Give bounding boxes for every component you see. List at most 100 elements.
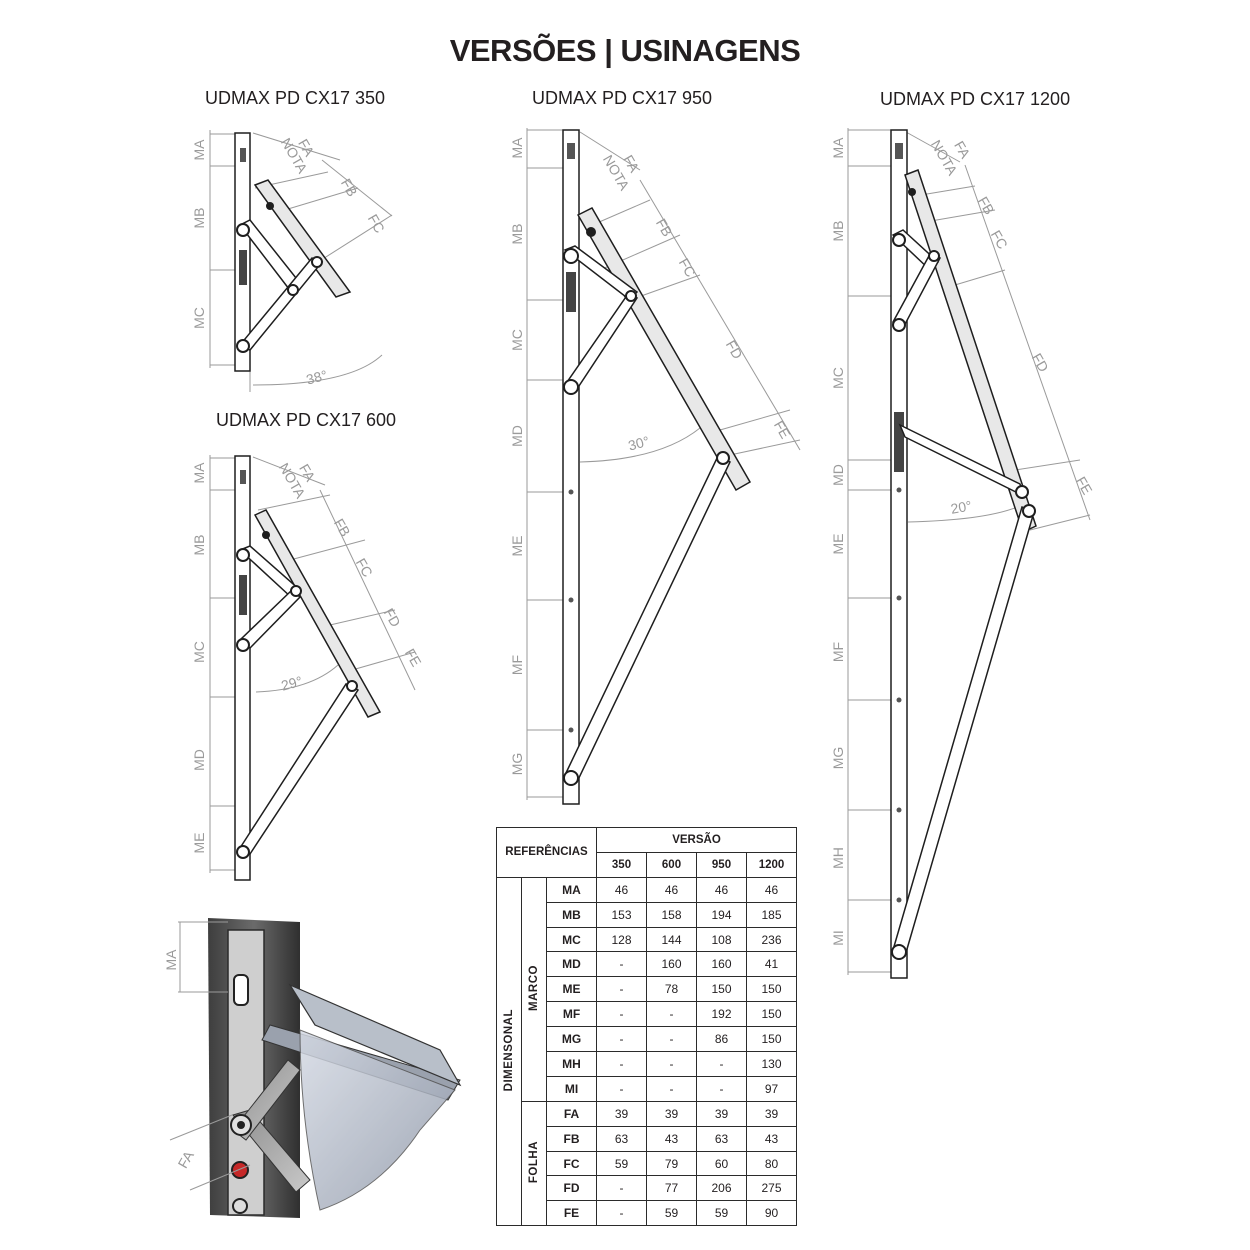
group-label: DIMENSONAL	[503, 1008, 515, 1092]
dim-mb: MB	[191, 208, 207, 229]
cell: 77	[646, 1175, 697, 1202]
dim-fa: FA	[296, 461, 319, 484]
diagram-950: MA MB MC MD ME MF MG FA NOTA FB FC FD FE…	[509, 128, 801, 805]
dim-md: MD	[191, 749, 207, 771]
row-code: ME	[546, 976, 597, 1003]
row-code: FC	[546, 1150, 597, 1177]
cell: 80	[746, 1150, 797, 1177]
cell: -	[646, 1026, 697, 1053]
cell: -	[596, 1075, 647, 1102]
cell: -	[596, 951, 647, 978]
ref-header: REFERÊNCIAS	[496, 827, 597, 878]
dim-mh: MH	[830, 847, 846, 869]
dim-fd: FD	[1029, 350, 1052, 374]
group-cell: DIMENSONAL	[496, 876, 522, 1227]
dim-mg: MG	[509, 753, 525, 776]
cell: 46	[646, 876, 697, 903]
cell: -	[596, 1001, 647, 1028]
cell: 59	[646, 1200, 697, 1227]
cell: 150	[746, 1001, 797, 1028]
dim-ma: MA	[509, 137, 525, 159]
cell: 79	[646, 1150, 697, 1177]
dim-fe: FE	[402, 646, 425, 669]
dim-fa: FA	[620, 152, 643, 175]
dim-fc: FC	[353, 555, 376, 579]
section-label: MARCO	[528, 964, 540, 1011]
cell: 130	[746, 1051, 797, 1077]
dim-me: ME	[509, 536, 525, 557]
row-code: FA	[546, 1100, 597, 1127]
version-1200: 1200	[746, 851, 797, 878]
cell: 78	[646, 976, 697, 1003]
dim-fb: FB	[653, 216, 676, 239]
dim-fd: FD	[723, 337, 746, 361]
cell: 39	[646, 1100, 697, 1127]
cell: 90	[746, 1200, 797, 1227]
opening-angle: 38°	[304, 367, 329, 388]
version-600: 600	[646, 851, 697, 878]
cell: 108	[696, 926, 747, 953]
cell: 39	[696, 1100, 747, 1127]
row-code: MG	[546, 1026, 597, 1053]
opening-angle: 29°	[279, 673, 304, 694]
dim-ma: MA	[191, 139, 207, 161]
dim-ma: MA	[830, 137, 846, 159]
dim-fe: FE	[771, 418, 794, 441]
cell: -	[596, 1026, 647, 1053]
cell: 160	[646, 951, 697, 978]
diagram-1200: MA MB MC MD ME MF MG MH MI FA NOTA FB FC…	[830, 128, 1096, 979]
cell: -	[646, 1051, 697, 1077]
dim-mb: MB	[191, 535, 207, 556]
dim-mc: MC	[509, 329, 525, 351]
dim-fe: FE	[1073, 474, 1096, 497]
cell: 41	[746, 951, 797, 978]
section-folha: FOLHA	[521, 1100, 547, 1227]
row-code: MA	[546, 876, 597, 903]
dim-mf: MF	[509, 655, 525, 675]
dim-mi: MI	[830, 930, 846, 946]
cell: 236	[746, 926, 797, 953]
cell: 97	[746, 1075, 797, 1102]
dim-ma: MA	[191, 462, 207, 484]
cell: 43	[646, 1125, 697, 1152]
dim-mg: MG	[830, 747, 846, 770]
dim-fb: FB	[338, 176, 361, 199]
row-code: FE	[546, 1200, 597, 1227]
page-title: VERSÕES | USINAGENS	[449, 33, 801, 68]
dim-mc: MC	[191, 307, 207, 329]
cell: -	[696, 1075, 747, 1102]
cell: 86	[696, 1026, 747, 1053]
version-header: VERSÃO	[596, 827, 797, 853]
cell: 46	[696, 876, 747, 903]
row-code: MB	[546, 901, 597, 928]
version-350: 350	[596, 851, 647, 878]
dim-fa: FA	[951, 138, 974, 161]
cell: 206	[696, 1175, 747, 1202]
dim-md: MD	[509, 425, 525, 447]
version-950: 950	[696, 851, 747, 878]
opening-angle: 30°	[626, 433, 651, 454]
cell: 160	[696, 951, 747, 978]
section-marco: MARCO	[521, 876, 547, 1102]
dim-fb: FB	[331, 516, 354, 539]
dim-mf: MF	[830, 642, 846, 662]
opening-angle: 20°	[949, 497, 973, 516]
dim-mc: MC	[191, 641, 207, 663]
dim-fc: FC	[988, 227, 1011, 251]
dim-me: ME	[191, 833, 207, 854]
cell: 192	[696, 1001, 747, 1028]
dim-fa: FA	[295, 136, 318, 159]
diagram-title-350: UDMAX PD CX17 350	[205, 88, 386, 108]
row-code: MH	[546, 1051, 597, 1077]
diagram-title-600: UDMAX PD CX17 600	[216, 410, 397, 430]
cell: 185	[746, 901, 797, 928]
dim-fc: FC	[676, 255, 699, 279]
cell: 128	[596, 926, 647, 953]
cell: 63	[596, 1125, 647, 1152]
row-code: FB	[546, 1125, 597, 1152]
cell: 39	[746, 1100, 797, 1127]
cell: 63	[696, 1125, 747, 1152]
diagram-600: MA MB MC MD ME FA NOTA FB FC FD FE 29°	[191, 455, 425, 881]
cell: 153	[596, 901, 647, 928]
